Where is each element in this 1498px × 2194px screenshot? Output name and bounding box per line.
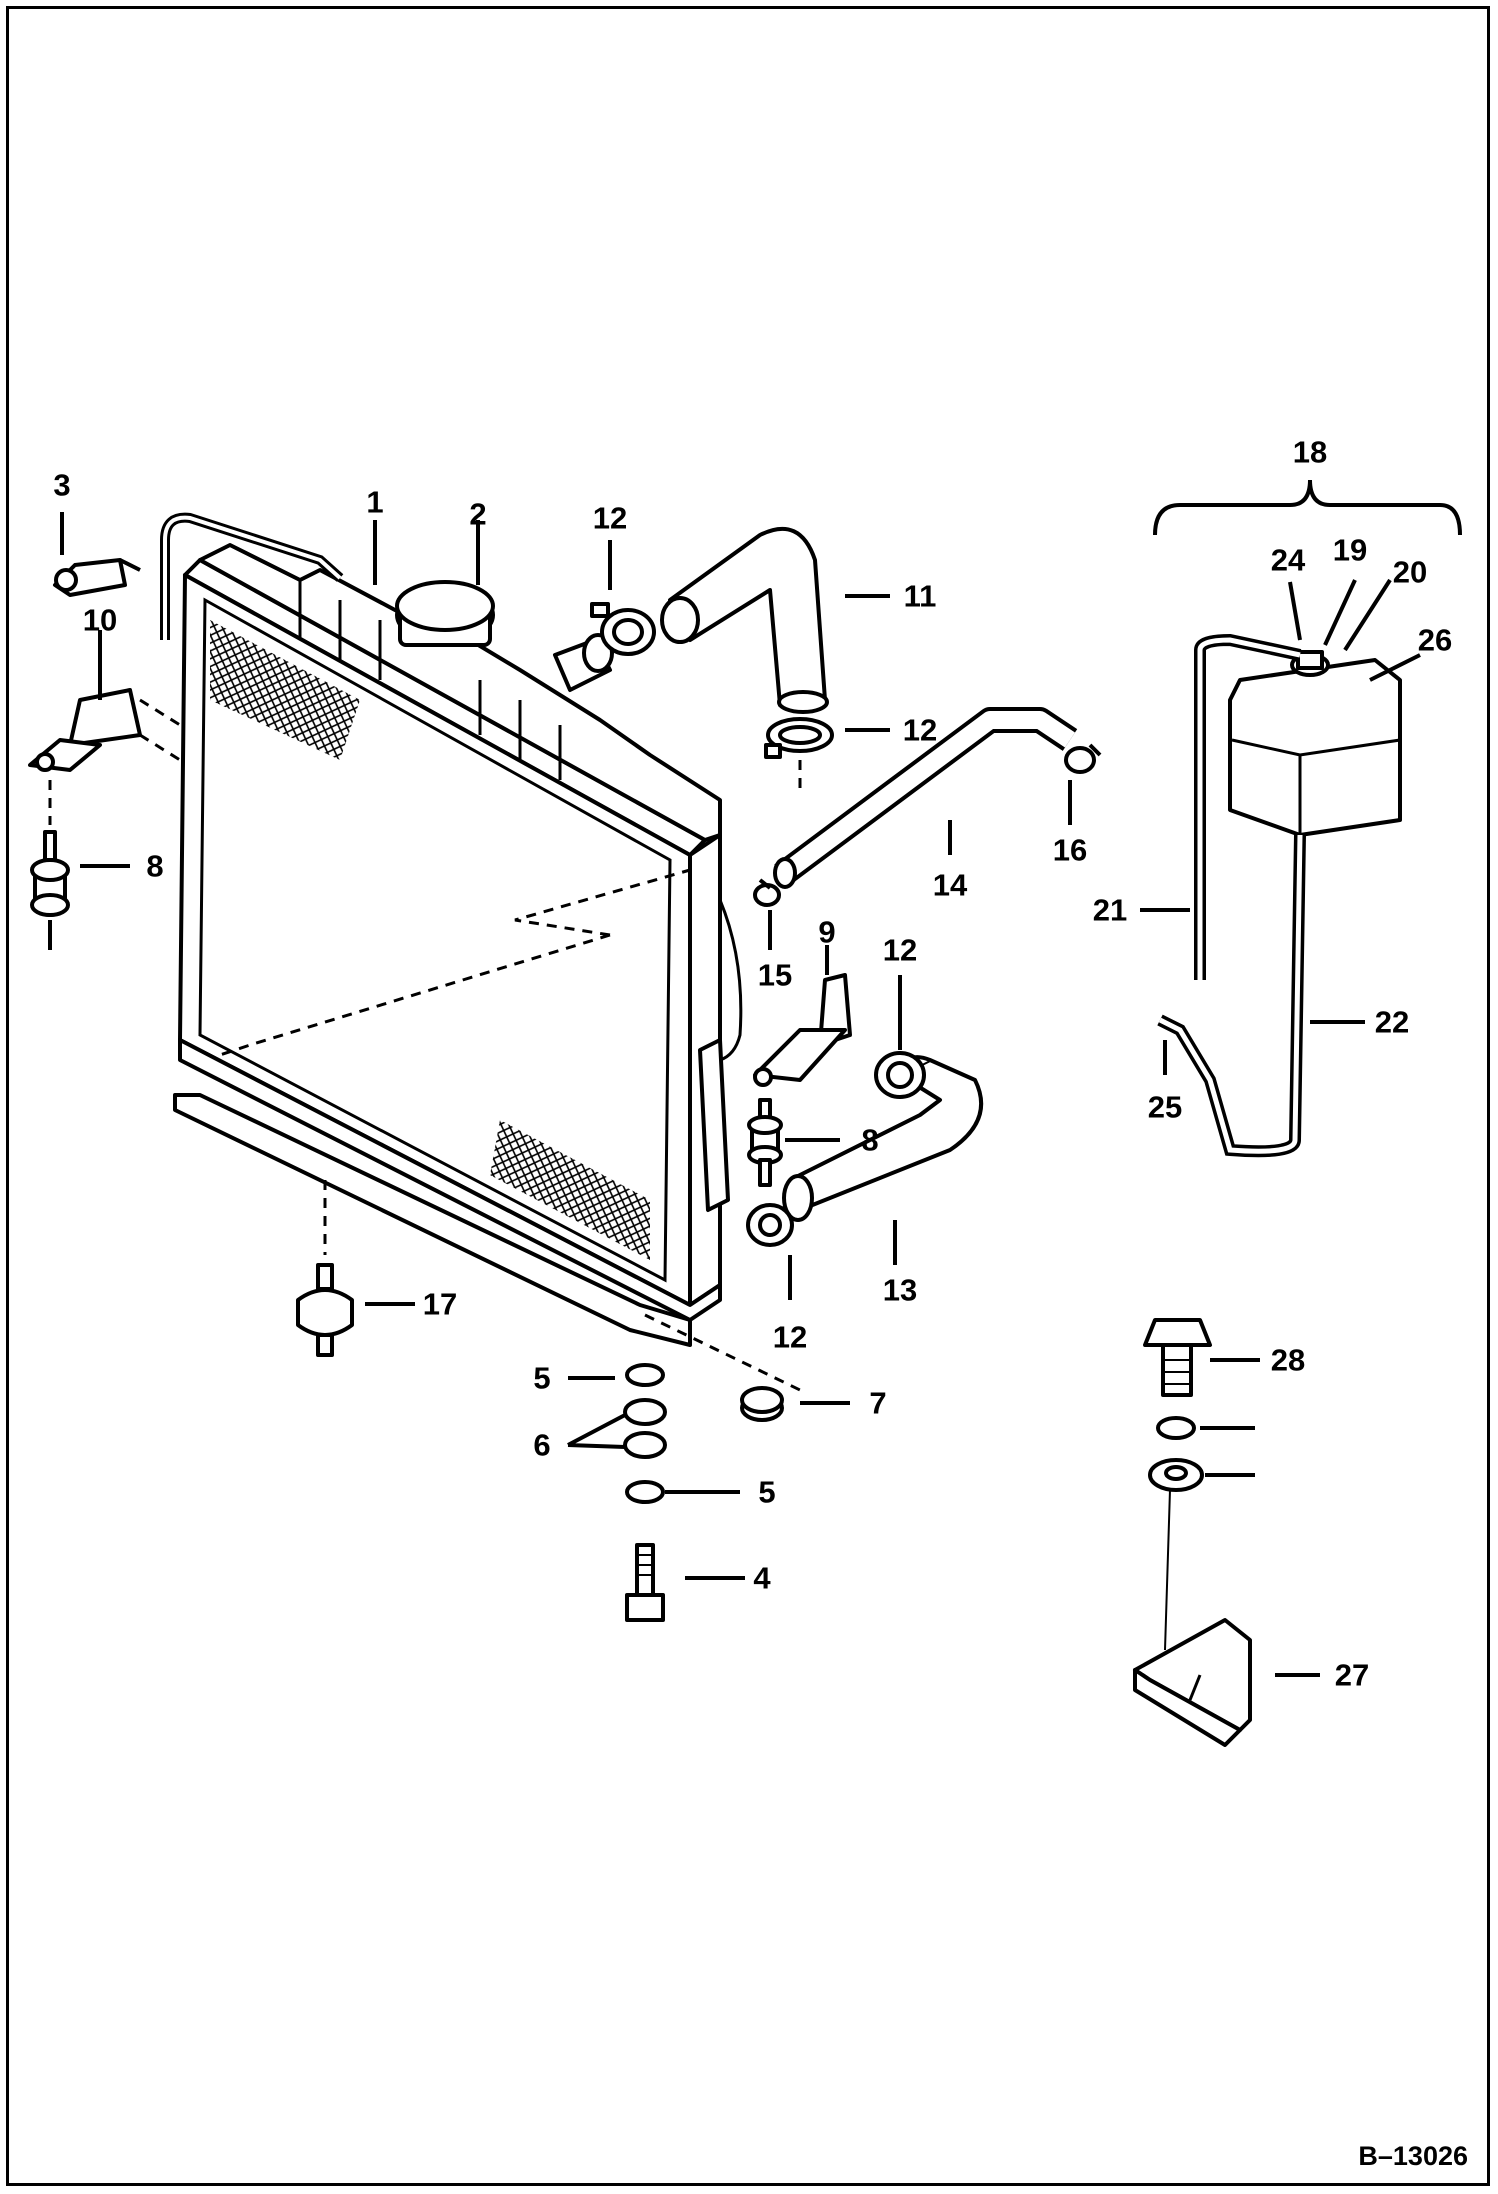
flat-washer (1148, 1458, 1204, 1492)
callout-15: 15 (757, 957, 793, 993)
callout-12-right: 12 (882, 932, 918, 968)
drawing-frame (6, 6, 1490, 2186)
callout-18: 18 (1292, 434, 1328, 470)
hose-clamp-lower-top (874, 1051, 926, 1099)
rubber-mount-bottom (296, 1263, 354, 1357)
callout-24: 26 (1417, 622, 1453, 658)
callout-19: 19 (1332, 532, 1368, 568)
callout-12-bottom: 12 (772, 1319, 808, 1355)
small-clamp-lower (753, 878, 781, 907)
rubber-mount-right (747, 1098, 783, 1187)
document-number: B–13026 (1358, 2141, 1468, 2171)
bracket-left (28, 688, 142, 772)
callout-3: 3 (53, 467, 71, 503)
callout-5-lower: 5 (758, 1474, 776, 1510)
callout-1: 1 (366, 484, 384, 520)
bypass-hose (773, 707, 1078, 889)
nut (740, 1386, 784, 1422)
callout-16: 16 (1052, 832, 1088, 868)
callout-5-upper: 5 (533, 1360, 551, 1396)
callout-14: 14 (932, 867, 968, 903)
drain-hose (1157, 834, 1306, 1158)
washer-lower (625, 1480, 665, 1504)
clip (53, 558, 141, 597)
callout-11: 11 (903, 578, 937, 614)
callout-13: 13 (882, 1272, 918, 1308)
callout-22: 22 (1374, 1004, 1410, 1040)
bolt (625, 1543, 665, 1622)
radiator (173, 543, 730, 1347)
callout-12-hose: 12 (902, 712, 938, 748)
tank-bracket (1133, 1618, 1252, 1747)
callout-10: 10 (82, 602, 118, 638)
callout-23-top: 24 (1270, 542, 1306, 578)
callout-9: 9 (818, 914, 836, 950)
callout-7: 7 (869, 1385, 887, 1421)
hose-clamp-upper (590, 602, 656, 656)
callout-20: 20 (1392, 554, 1428, 590)
callout-4: 4 (753, 1560, 771, 1596)
cap-screw (1143, 1318, 1212, 1397)
hose-clamp-middle (764, 717, 834, 759)
rubber-mount-left (30, 830, 70, 950)
upper-hose (660, 526, 829, 714)
callout-26: 28 (1270, 1342, 1306, 1378)
leader-lines (60, 512, 1421, 1677)
small-clamp-right (1064, 743, 1102, 774)
callout-12-top: 12 (592, 500, 628, 536)
spacer-pair (623, 1398, 667, 1459)
overflow-hose (1194, 633, 1302, 980)
callout-17: 17 (422, 1286, 458, 1322)
radiator-cap (395, 580, 495, 647)
bracket-brace-18 (1153, 479, 1462, 536)
hose-clamp-lower (746, 1203, 794, 1247)
callout-2: 2 (469, 496, 487, 532)
callout-21: 21 (1092, 892, 1128, 928)
callout-8-left: 8 (146, 848, 164, 884)
callout-23-bottom: 25 (1147, 1089, 1183, 1125)
bracket-right (753, 973, 852, 1087)
lock-washer (1156, 1416, 1196, 1440)
callout-6: 6 (533, 1427, 551, 1463)
callout-25: 27 (1334, 1657, 1370, 1693)
callout-8-right: 8 (861, 1122, 879, 1158)
washer-upper (625, 1363, 665, 1387)
